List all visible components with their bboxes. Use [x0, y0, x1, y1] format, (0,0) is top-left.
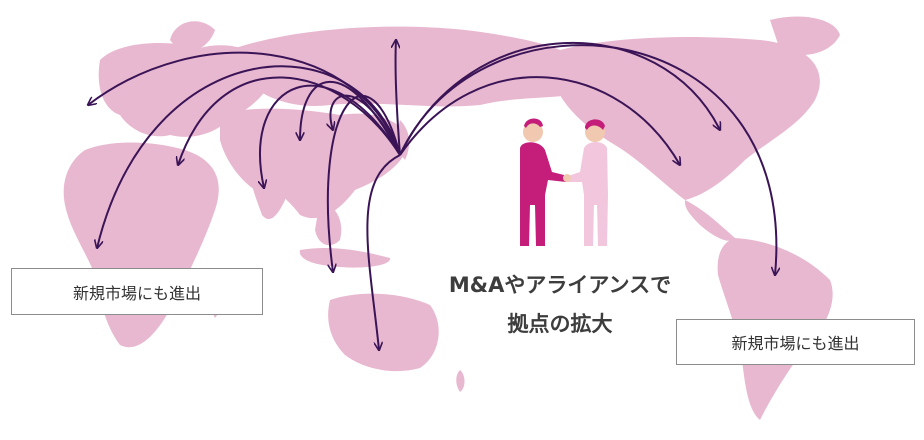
- arrow-to-middle-east: [260, 84, 401, 188]
- arrow-to-north-america-west: [399, 76, 680, 165]
- caption-line-2: 拠点の拡大: [507, 312, 613, 336]
- arrow-to-australia: [366, 154, 401, 350]
- arrow-to-europe-north: [88, 51, 401, 156]
- central-america-landmass: [684, 200, 735, 241]
- india-landmass: [249, 160, 286, 220]
- arrow-to-europe-south: [178, 76, 401, 165]
- arrow-to-russia: [395, 40, 401, 156]
- handshake-icon: [520, 118, 608, 246]
- caption-line-1: M&Aやアライアンスで: [448, 273, 672, 297]
- japan-landmass: [397, 120, 410, 160]
- asia-landmass: [220, 108, 410, 219]
- africa-landmass: [63, 142, 219, 348]
- north-america-landmass: [555, 37, 820, 201]
- indonesia-landmass: [299, 247, 391, 268]
- australia-landmass: [328, 293, 439, 372]
- arrow-to-china: [331, 94, 401, 156]
- expansion-arrows: [88, 40, 776, 350]
- arrow-to-africa: [97, 65, 401, 248]
- expansion-caption: M&Aやアライアンスで 拠点の拡大: [400, 266, 720, 344]
- new-market-label-right: 新規市場にも進出: [676, 319, 915, 365]
- scandinavia-landmass: [170, 21, 215, 53]
- british-isles-landmass: [111, 62, 125, 85]
- arrow-to-south-america: [399, 44, 776, 275]
- greenland-landmass: [770, 16, 840, 56]
- arrow-to-southeast-asia: [326, 94, 401, 272]
- new-zealand-landmass: [456, 370, 465, 392]
- new-market-label-left: 新規市場にも進出: [11, 268, 263, 315]
